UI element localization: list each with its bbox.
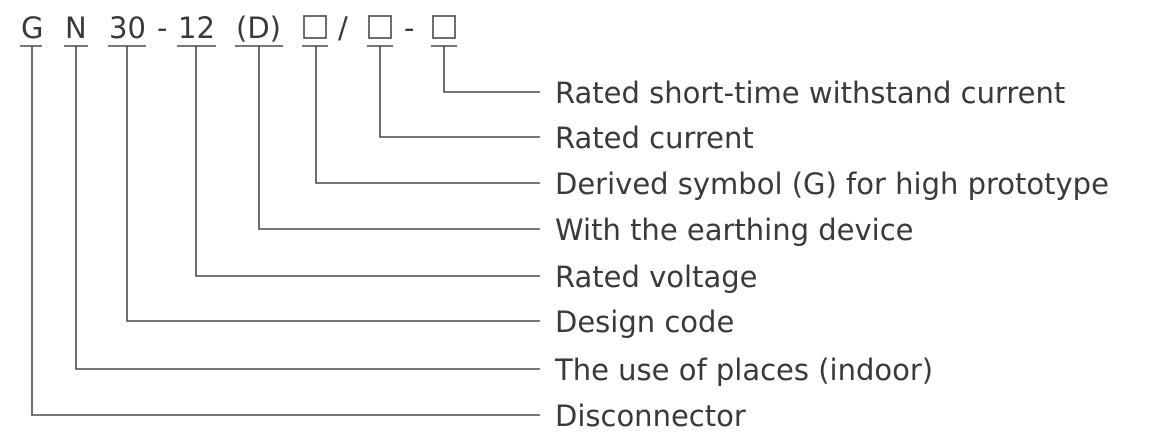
- derived-symbol-box: [303, 15, 327, 39]
- code-slash: /: [338, 11, 348, 45]
- code-earthing-symbol: (D): [236, 11, 281, 45]
- code-letter-n: N: [65, 11, 87, 45]
- leader-short-time-current: [443, 46, 540, 93]
- short-time-current-box: [432, 15, 456, 39]
- label-short-time-current: Rated short-time withstand current: [555, 76, 1065, 110]
- leader-lines: [31, 46, 540, 416]
- code-hyphen-2: -: [404, 11, 414, 45]
- label-use-of-places: The use of places (indoor): [554, 353, 933, 387]
- labels: Rated short-time withstand current Rated…: [554, 76, 1109, 433]
- rated-current-box: [368, 15, 392, 39]
- label-disconnector: Disconnector: [555, 399, 746, 433]
- label-rated-current: Rated current: [555, 121, 754, 155]
- code-voltage-number: 12: [178, 11, 215, 45]
- label-rated-voltage: Rated voltage: [555, 260, 757, 294]
- code-letter-g: G: [21, 11, 43, 45]
- leader-rated-current: [379, 46, 540, 138]
- leader-earthing-device: [258, 46, 540, 230]
- leader-disconnector: [31, 46, 540, 416]
- model-code: G N 30 - 12 (D) / -: [20, 11, 457, 47]
- label-derived-symbol: Derived symbol (G) for high prototype: [555, 167, 1109, 201]
- code-design-number: 30: [109, 11, 146, 45]
- leader-rated-voltage: [195, 46, 540, 277]
- leader-use-of-places: [75, 46, 540, 370]
- leader-design-code: [126, 46, 540, 322]
- label-earthing-device: With the earthing device: [555, 213, 913, 247]
- code-hyphen-1: -: [157, 11, 167, 45]
- label-design-code: Design code: [555, 305, 734, 339]
- leader-derived-symbol: [315, 46, 540, 184]
